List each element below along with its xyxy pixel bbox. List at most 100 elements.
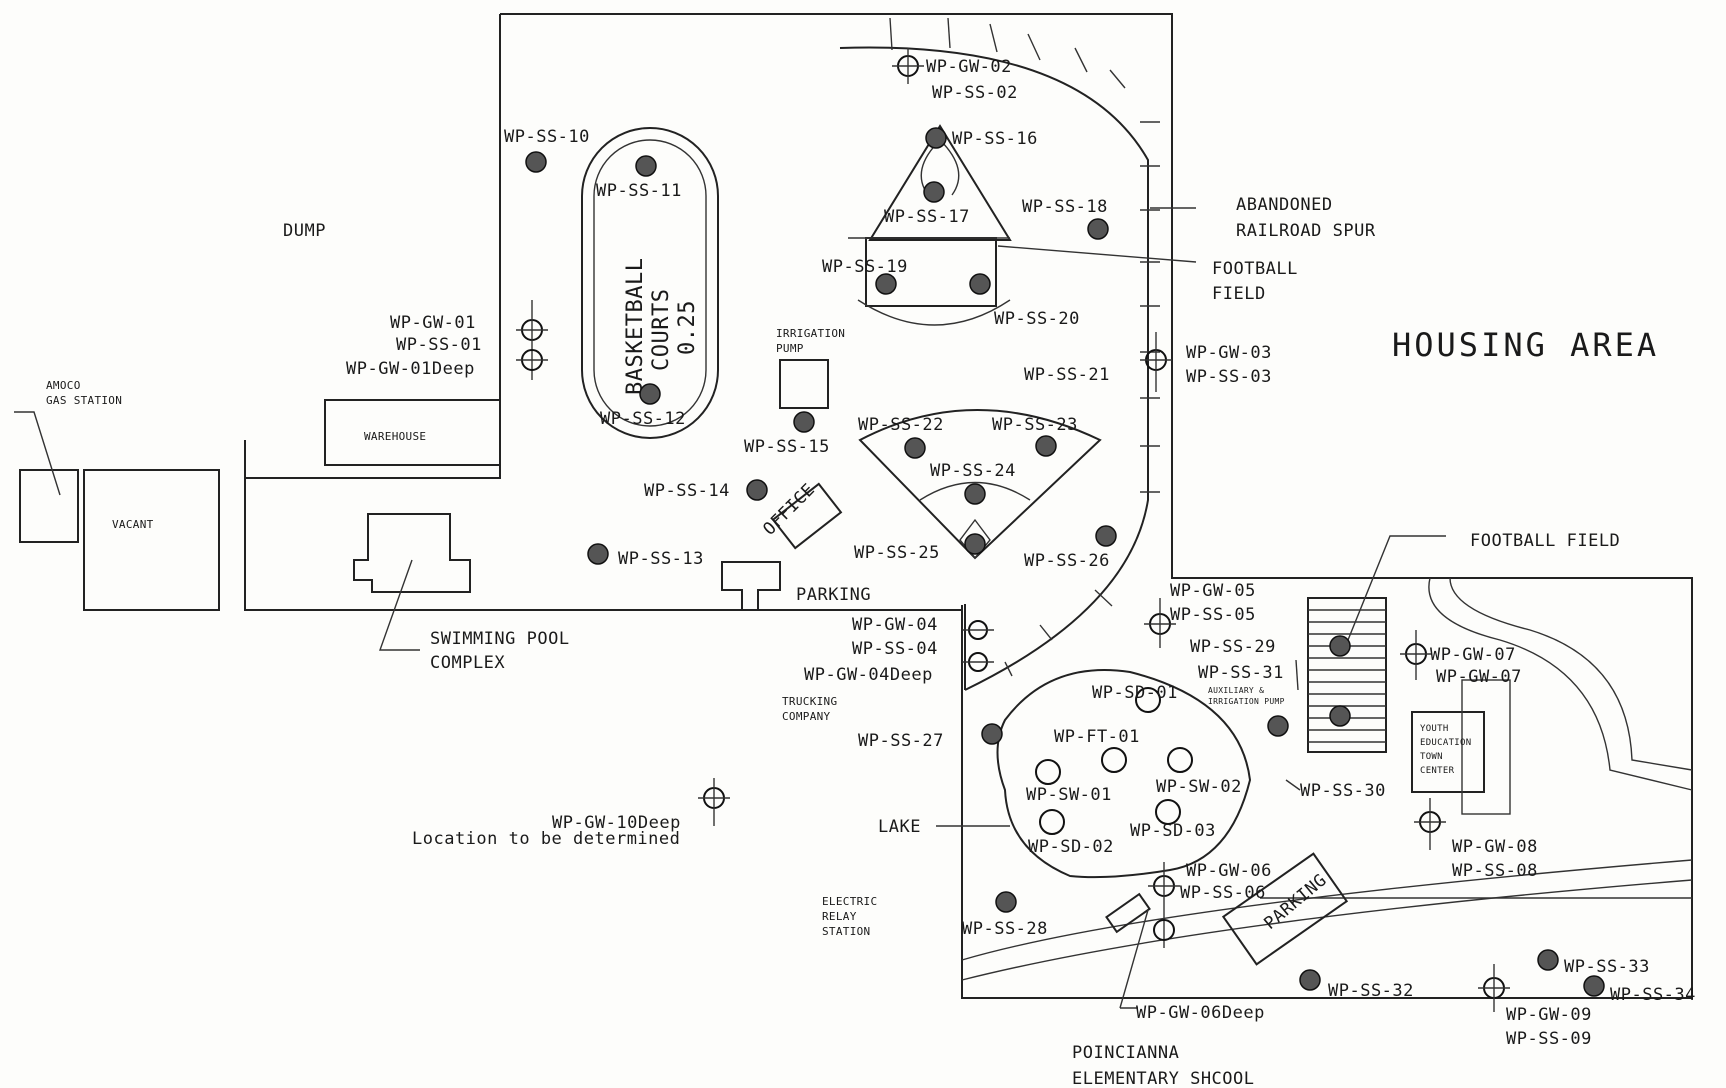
roads [961,577,1693,981]
trucking-company: TRUCKING COMPANY [782,695,837,723]
sample-marker [525,151,547,173]
housing-area: HOUSING AREA [1392,326,1656,364]
sample-labels: WP-SS-10 WP-SS-11 WP-SS-12 WP-SS-13 WP-S… [346,57,1695,1049]
dump-label: DUMP [283,221,326,241]
sample-marker [969,273,991,295]
well-marker [1414,798,1446,850]
amoco-label-2: GAS STATION [46,394,122,407]
football-label: FOOTBALL [1212,259,1298,279]
well-marker [1153,919,1175,941]
trucking-label: TRUCKING [782,695,837,708]
label-ss-05: WP-SS-05 [1170,605,1256,625]
label-ss-20: WP-SS-20 [994,309,1080,329]
label-ss-25: WP-SS-25 [854,543,940,563]
label-ss-14: WP-SS-14 [644,481,730,501]
label-ss-13: WP-SS-13 [618,549,704,569]
sample-marker [1035,435,1057,457]
sample-marker [981,723,1003,745]
sample-marker [793,411,815,433]
office-building: OFFICE [759,480,843,550]
label-ss-18: WP-SS-18 [1022,197,1108,217]
electric-label-3: STATION [822,925,870,938]
pool-label-2: COMPLEX [430,653,505,673]
label-ss-24: WP-SS-24 [930,461,1016,481]
label-ss-21: WP-SS-21 [1024,365,1110,385]
youth-label: YOUTH [1420,724,1449,734]
aux-pump-label-2: IRRIGATION PUMP [1208,697,1285,706]
sample-points [525,127,1605,997]
amoco-gas-station: AMOCO GAS STATION [14,379,122,543]
electric-label-2: RELAY [822,910,857,923]
pool-label: SWIMMING POOL [430,629,570,649]
youth-label-2: EDUCATION [1420,738,1471,748]
label-sd-03: WP-SD-03 [1130,821,1216,841]
electric-label: ELECTRIC [822,895,877,908]
sample-marker [746,479,768,501]
football-field-south: FOOTBALL FIELD [1307,531,1620,753]
sample-marker [875,273,897,295]
school: POINCIANNA ELEMENTARY SHCOOL [1072,1043,1255,1088]
football-field-north: FOOTBALL FIELD [848,124,1298,326]
school-label-2: ELEMENTARY SHCOOL [1072,1069,1255,1088]
label-ss-06: WP-SS-06 [1180,883,1266,903]
label-gw-06: WP-GW-06 [1186,861,1272,881]
label-ss-33: WP-SS-33 [1564,957,1650,977]
label-ss-31: WP-SS-31 [1198,663,1284,683]
label-gw-03: WP-GW-03 [1186,343,1272,363]
lake-sample-marker [1039,809,1065,835]
label-ss-08: WP-SS-08 [1452,861,1538,881]
electric-relay-station: ELECTRIC RELAY STATION [822,895,877,938]
football-label-2: FIELD [1212,284,1266,304]
vacant-lot: VACANT [83,469,220,611]
sample-marker [1329,705,1351,727]
label-ss-30: WP-SS-30 [1300,781,1386,801]
youth-label-3: TOWN [1420,752,1443,762]
lake-sample-marker [1135,687,1161,713]
vacant-label: VACANT [112,518,154,531]
baseball-diamond [858,409,1102,560]
label-ss-19: WP-SS-19 [822,257,908,277]
leader-lines [1119,659,1301,1009]
sample-marker [1267,715,1289,737]
lake-sample-marker [1035,759,1061,785]
sample-marker [964,533,986,555]
well-marker [698,778,730,826]
sample-marker [925,127,947,149]
lake-sample-marker [1101,747,1127,773]
sample-marker [1087,218,1109,240]
label-gw-10-deep: WP-GW-10Deep [552,813,681,833]
warehouse-label: WAREHOUSE [364,430,426,443]
location-note: Location to be determined [412,829,680,849]
parking-label: PARKING [796,585,871,605]
youth-center: YOUTH EDUCATION TOWN CENTER [1411,679,1511,815]
railroad-label-1: ABANDONED [1236,195,1333,215]
well-points [516,48,1510,1012]
lake-sample-marker [1167,747,1193,773]
label-ft-01: WP-FT-01 [1054,727,1140,747]
label-ss-28: WP-SS-28 [962,919,1048,939]
label-ss-29: WP-SS-29 [1190,637,1276,657]
label-gw-09: WP-GW-09 [1506,1005,1592,1025]
label-sw-02: WP-SW-02 [1156,777,1242,797]
sample-marker [1299,969,1321,991]
sample-marker [1329,635,1351,657]
lake-sample-points [1035,687,1193,835]
railroad-label: ABANDONED RAILROAD SPUR [1150,195,1375,241]
label-gw-02: WP-GW-02 [926,57,1012,77]
well-marker [516,300,548,380]
sample-marker [635,155,657,177]
label-gw-07-b: WP-GW-07 [1436,667,1522,687]
well-marker [1400,630,1432,680]
label-gw-01: WP-GW-01 [390,313,476,333]
label-ss-15: WP-SS-15 [744,437,830,457]
label-ss-16: WP-SS-16 [952,129,1038,149]
sample-marker [587,543,609,565]
label-gw-01-deep: WP-GW-01Deep [346,359,475,379]
label-ss-23: WP-SS-23 [992,415,1078,435]
label-gw-05: WP-GW-05 [1170,581,1256,601]
well-marker [892,48,924,84]
sample-marker [964,483,986,505]
label-gw-08: WP-GW-08 [1452,837,1538,857]
